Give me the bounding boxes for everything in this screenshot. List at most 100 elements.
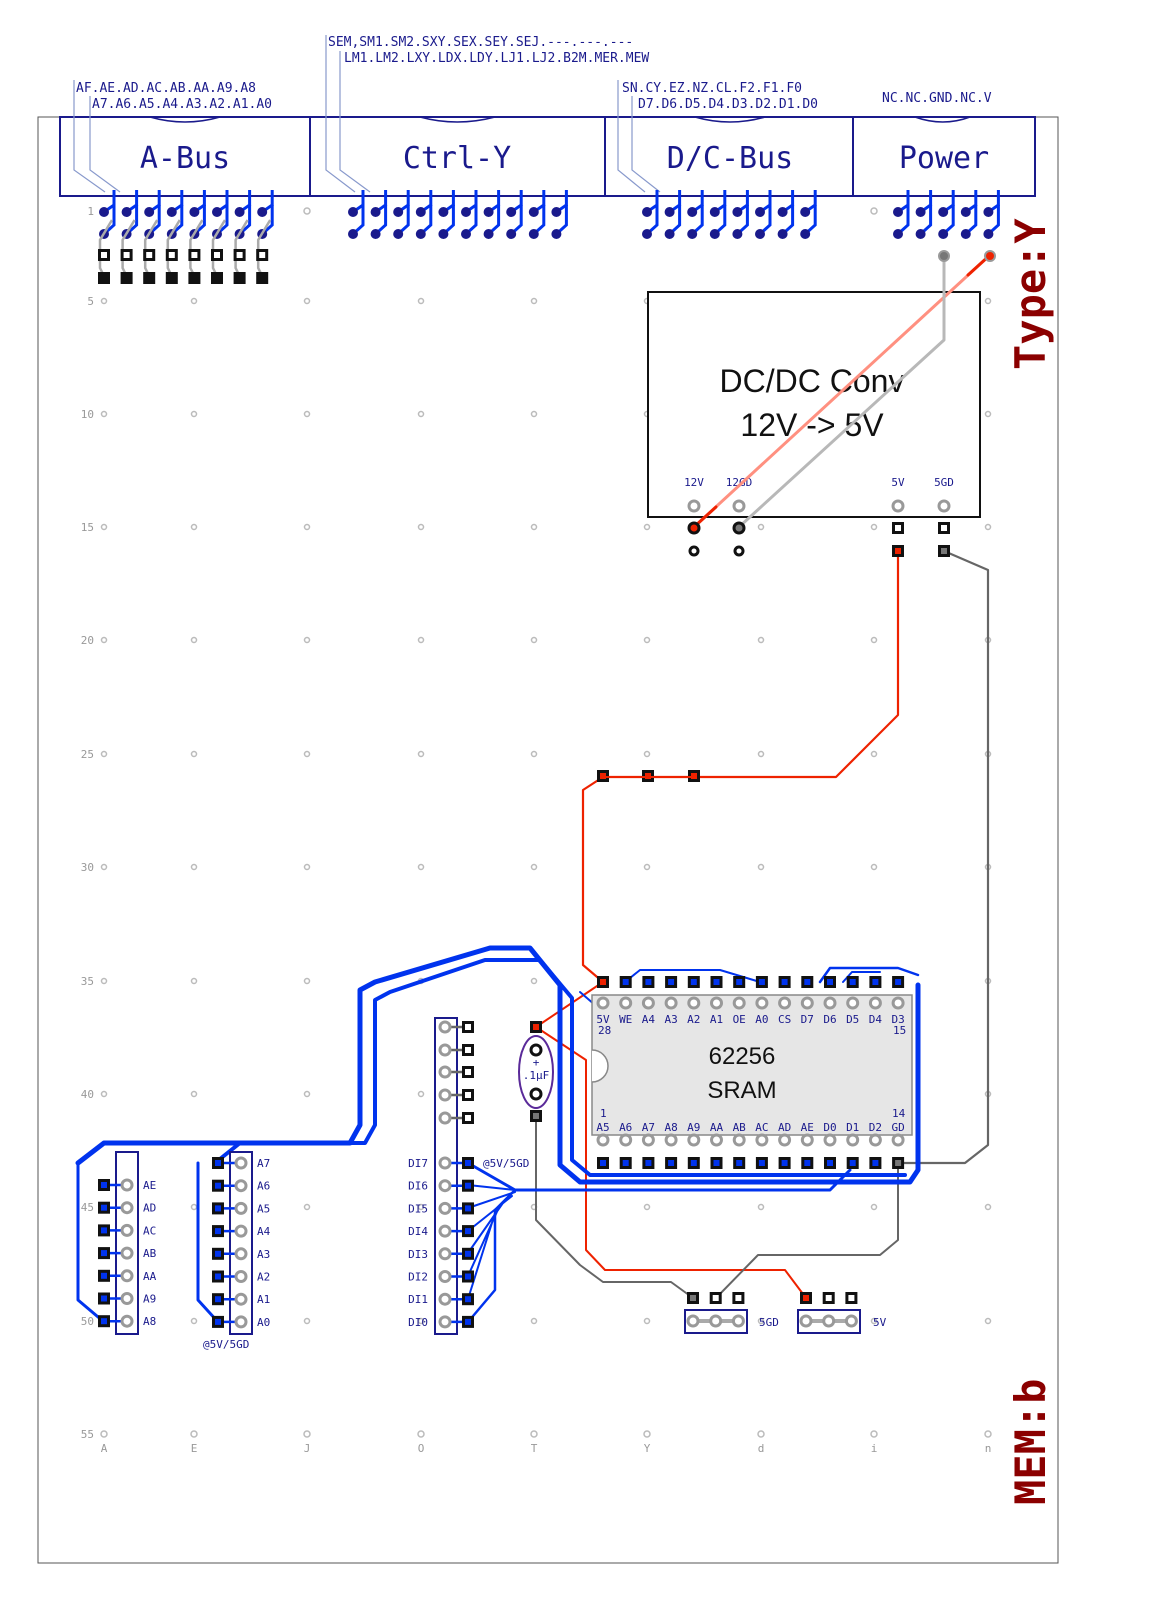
row-label: 25 [81,748,94,761]
grid-dot [984,410,992,418]
ctrl-y-pin [438,207,449,217]
left-header-pad-hole [101,1204,107,1211]
a-bus-terminal-pad [233,272,246,284]
wire-address-bus-1 [75,945,921,1185]
sram-bottom-pin-label: AB [733,1121,747,1134]
dc-bus-pins-top: SN.CY.EZ.NZ.CL.F2.F1.F0 [622,81,802,96]
dc-bus-pin [687,207,698,217]
grid-dot [100,863,108,871]
power-pins: NC.NC.GND.NC.V [882,91,992,106]
sram-bottom-pad-hole [849,1160,856,1166]
sram-bottom-pin [868,1133,882,1147]
power-pin [960,207,971,217]
left-header-pad-hole [101,1272,107,1279]
sram-bottom-pin [846,1133,860,1147]
data-header-pin [438,1224,452,1238]
grid-dot [757,636,765,644]
sram-bottom-pad-hole [827,1160,833,1166]
dc-bus-pin [709,207,720,217]
grid-dot [984,297,992,305]
column-label: d [758,1442,765,1455]
connector-dc-bus-title: D/C-Bus [667,141,793,176]
wire-5v [581,549,900,984]
a-bus-pins-bottom: A7.A6.A5.A4.A3.A2.A1.A0 [92,97,272,112]
data-header-pad-hole [465,1296,471,1303]
grid-dot [643,1203,651,1211]
dcdc-terminal-pad-hole [895,548,901,554]
sram-bottom-pin [710,1133,723,1147]
dc-bus-pin [709,229,720,239]
sram-top-pin [664,996,678,1010]
sram-pin-15: 15 [893,1024,906,1037]
grid-dot [530,410,538,418]
grid-dot [643,1430,651,1438]
grid-dot [870,750,878,758]
sram-top-pin-label: OE [733,1013,746,1026]
sram-bottom-pin [641,1133,655,1147]
sram-pins: 5VA5WEA6A4A7A3A8A2A9A1AAOEABA0ACCSADD7AE… [596,976,905,1169]
capacitor-polarity: + [533,1056,540,1069]
left-header-label: AA [143,1270,157,1283]
jumper-5v-pin [799,1314,813,1328]
mid-header-pin [234,1270,248,1283]
sram-top-pin [619,996,633,1010]
sram-top-pin-label: WE [619,1013,632,1026]
five-volt-pads [597,770,700,782]
dcdc-pin-hole [687,499,701,513]
grid-dot [417,297,425,305]
jumper-5gd-pin [731,1314,745,1328]
mid-header-pin [234,1156,248,1170]
data-header-unused-pin [438,1043,452,1057]
wire-data-bus [466,1161,852,1192]
grid-dot [190,1317,198,1325]
sram-bottom-pad-hole [781,1160,788,1166]
connector-a-bus-title: A-Bus [140,141,230,176]
grid-dot [190,1203,198,1211]
sram-bottom-pin [732,1133,746,1147]
grid-dot [100,1090,108,1098]
sram-bottom-pin [823,1133,837,1147]
row-label: 40 [81,1088,94,1101]
sram-top-pin-label: CS [778,1013,791,1026]
dc-bus-pin [664,207,675,217]
data-header-pad-hole [465,1205,471,1212]
column-label: J [304,1442,311,1455]
ctrl-y-pin [483,207,494,217]
grid-dot [870,1430,878,1438]
ctrl-y-pins-top: SEM,SM1.SM2.SXY.SEX.SEY.SEJ.---.---.--- [328,35,633,50]
ctrl-y-pin [370,229,381,239]
sram-top-pad-hole [827,979,833,985]
column-label: E [191,1442,198,1455]
sram-bottom-pin-label: A7 [642,1121,655,1134]
grid-dot [417,863,425,871]
left-header-pad-hole [101,1182,107,1188]
mid-header-pin [234,1201,248,1215]
connector-a-bus: A-Bus [59,116,311,197]
mid-header-pin [234,1315,248,1329]
sram-top-pin-label: A1 [710,1013,723,1026]
column-label: A [101,1442,108,1455]
sram-bottom-pad-hole [690,1160,697,1166]
sram-pin-14: 14 [892,1107,906,1120]
data-header-pad-hole [465,1182,471,1189]
power-pin [938,207,949,217]
sram-bottom-pin-label: AE [801,1121,814,1134]
ctrl-y-pin [393,207,404,217]
sram-top-pin-label: D3 [891,1013,904,1026]
sram-bottom-pad-hole [645,1160,652,1166]
grid-dot [984,1430,992,1438]
grid-dot [417,750,425,758]
a-bus-terminal-pad-hole [236,252,243,258]
ctrl-y-pin [551,229,562,239]
power-pin [938,229,949,239]
sram-bottom-pad-hole [736,1160,743,1166]
mid-header-label: A0 [257,1316,270,1329]
grid-dot [417,410,425,418]
grid-dot [303,863,311,871]
row-label: 15 [81,521,94,534]
dc-bus-pins-bottom: D7.D6.D5.D4.D3.D2.D1.D0 [638,97,818,112]
grid-dot [757,863,765,871]
connector-ctrl-y: Ctrl-Y [309,116,606,197]
grid-dot [303,1090,311,1098]
data-header-unused-pin [438,1088,452,1102]
